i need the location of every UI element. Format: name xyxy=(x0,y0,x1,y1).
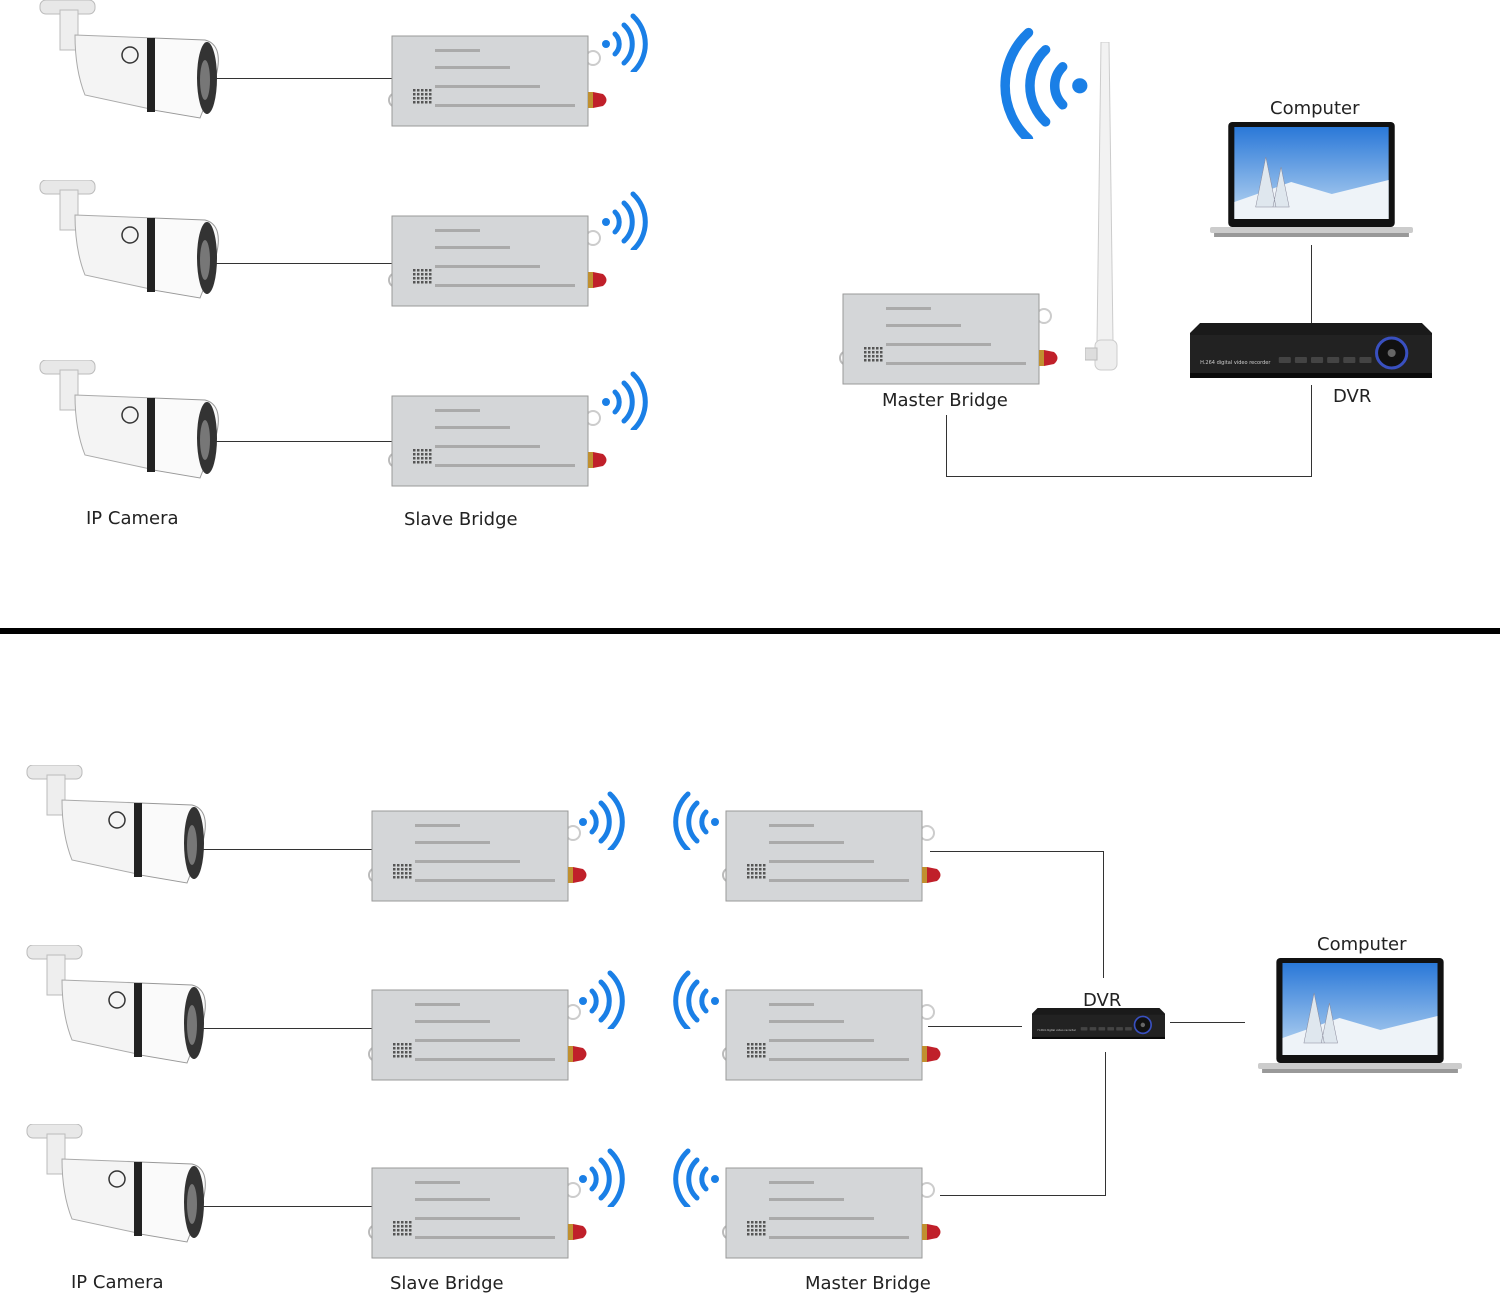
bridge-icon xyxy=(388,214,608,314)
wifi-signal-icon xyxy=(598,370,648,433)
ip-camera-icon xyxy=(22,944,212,1070)
connection-line xyxy=(1311,385,1312,477)
bridge-icon xyxy=(839,292,1059,392)
wifi-signal-icon xyxy=(673,969,723,1032)
connection-line xyxy=(946,415,947,477)
connection-line xyxy=(215,263,396,264)
label-dvr-top: DVR xyxy=(1333,386,1372,407)
dvr-icon: H.264 digital video recorder xyxy=(1032,1008,1165,1039)
label-dvr-bottom: DVR xyxy=(1083,990,1122,1011)
laptop-icon xyxy=(1258,958,1462,1076)
label-master-bridge-bottom: Master Bridge xyxy=(805,1273,931,1294)
svg-text:H.264 digital video recorder: H.264 digital video recorder xyxy=(1038,1028,1077,1032)
bridge-icon xyxy=(722,809,942,909)
connection-line xyxy=(928,1026,1022,1027)
wifi-signal-icon xyxy=(575,790,625,853)
ip-camera-icon xyxy=(35,179,225,305)
wifi-signal-icon xyxy=(575,969,625,1032)
ip-camera-icon xyxy=(35,359,225,485)
bridge-icon xyxy=(368,809,588,909)
laptop-icon xyxy=(1210,122,1413,240)
antenna-icon xyxy=(1084,41,1125,377)
bridge-icon xyxy=(368,1166,588,1266)
connection-line xyxy=(200,1028,376,1029)
connection-line xyxy=(946,476,1312,477)
label-slave-bridge-bottom: Slave Bridge xyxy=(390,1273,504,1294)
wifi-signal-icon xyxy=(598,190,648,253)
section-divider xyxy=(0,628,1500,634)
bridge-icon xyxy=(388,34,608,134)
connection-line xyxy=(1170,1022,1245,1023)
connection-line xyxy=(200,1206,376,1207)
bridge-icon xyxy=(388,394,608,494)
wifi-signal-icon xyxy=(673,1147,723,1210)
bridge-icon xyxy=(722,988,942,1088)
connection-line xyxy=(930,851,1104,852)
ip-camera-icon xyxy=(22,1123,212,1249)
wifi-signal-icon xyxy=(598,12,648,75)
connection-line xyxy=(1103,851,1104,978)
connection-line xyxy=(215,78,396,79)
connection-line xyxy=(200,849,376,850)
label-computer-top: Computer xyxy=(1270,98,1360,119)
bridge-icon xyxy=(368,988,588,1088)
ip-camera-icon xyxy=(22,764,212,890)
connection-line xyxy=(215,441,396,442)
connection-line xyxy=(1105,1052,1106,1196)
label-ip-camera-top: IP Camera xyxy=(86,508,179,529)
dvr-icon: H.264 digital video recorder xyxy=(1190,323,1432,378)
label-computer-bottom: Computer xyxy=(1317,934,1407,955)
label-slave-bridge-top: Slave Bridge xyxy=(404,509,518,530)
wifi-signal-icon xyxy=(673,790,723,853)
label-ip-camera-bottom: IP Camera xyxy=(71,1272,164,1293)
ip-camera-icon xyxy=(35,0,225,125)
wifi-signal-icon xyxy=(1000,25,1095,144)
wifi-signal-icon xyxy=(575,1147,625,1210)
bridge-icon xyxy=(722,1166,942,1266)
connection-line xyxy=(1311,245,1312,325)
svg-text:H.264 digital video recorder: H.264 digital video recorder xyxy=(1200,360,1271,366)
connection-line xyxy=(940,1195,1106,1196)
label-master-bridge-top: Master Bridge xyxy=(882,390,1008,411)
